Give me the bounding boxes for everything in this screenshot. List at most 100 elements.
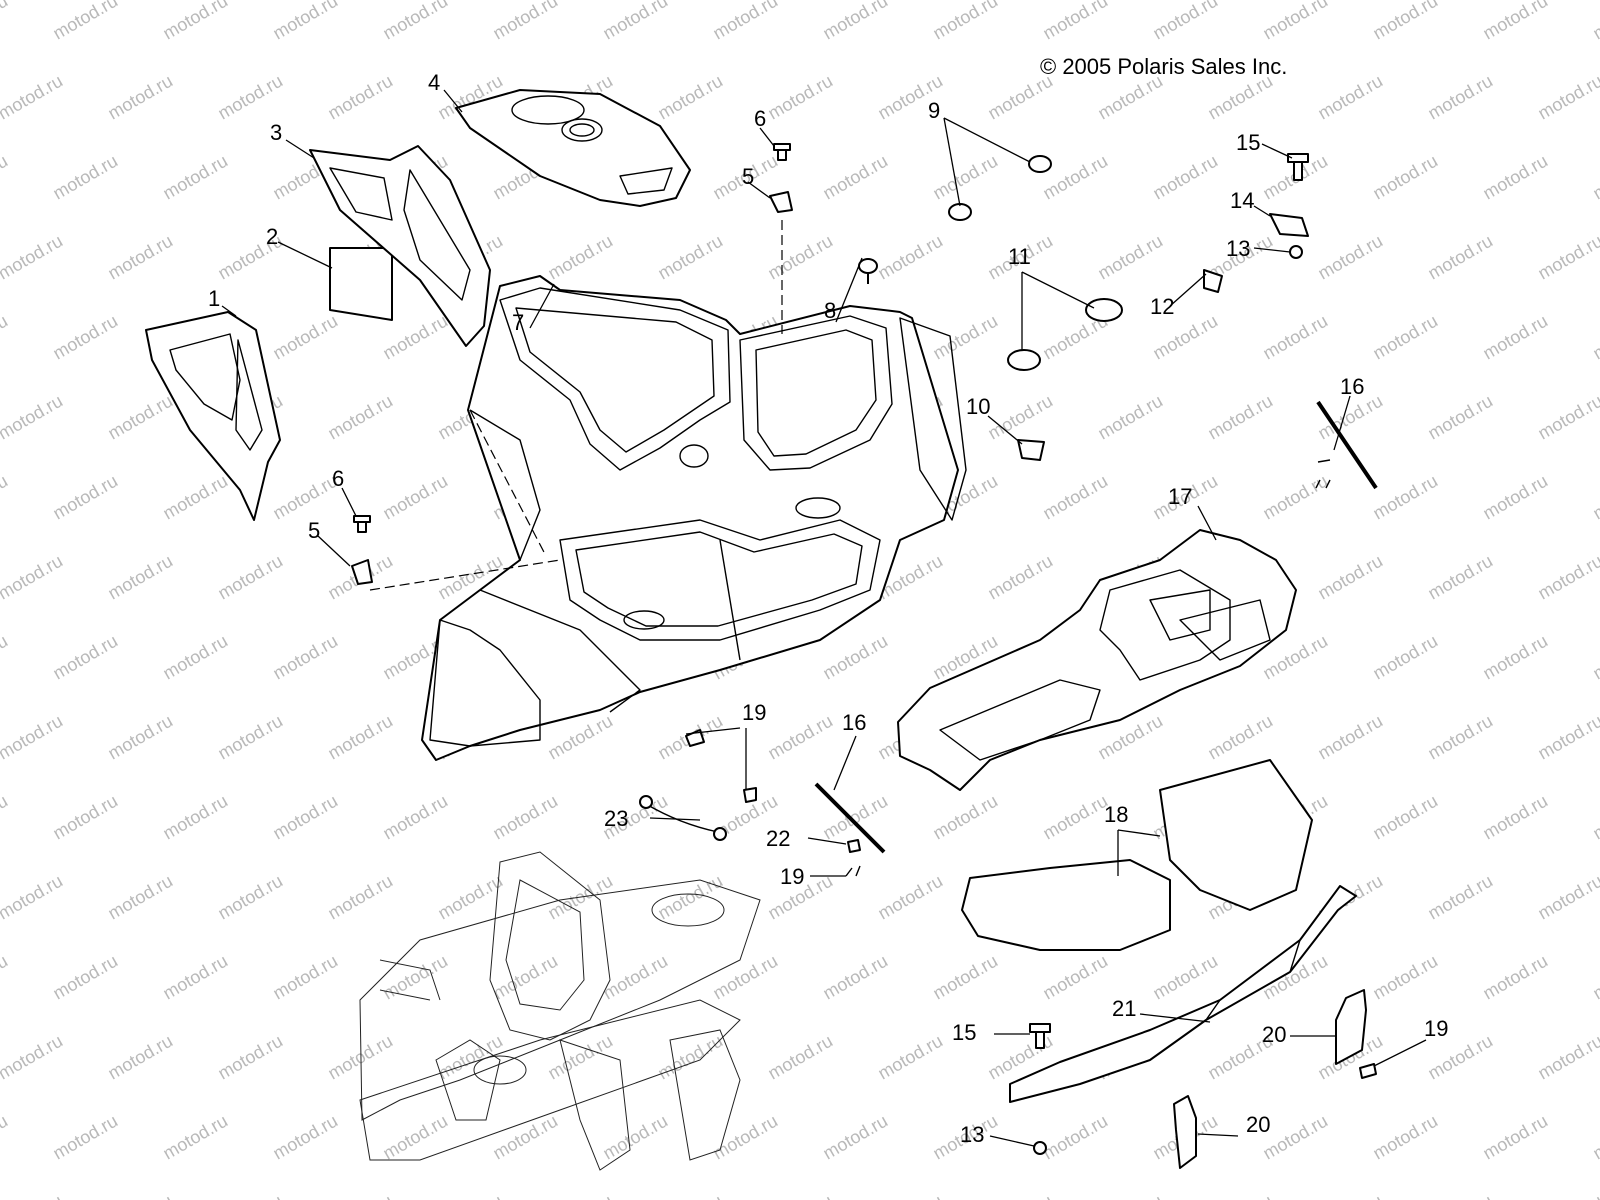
watermark-text: motod.ru	[765, 711, 837, 764]
watermark-text: motod.ru	[50, 1111, 122, 1164]
watermark-text: motod.ru	[1260, 471, 1332, 524]
watermark-text: motod.ru	[1370, 791, 1442, 844]
callout-7: 7	[512, 310, 524, 335]
callout-15-lower: 15	[952, 1020, 976, 1045]
part-19-fastener-small	[845, 865, 861, 877]
watermark-text: motod.ru	[1150, 951, 1222, 1004]
watermark-text: motod.ru	[820, 0, 892, 43]
part-19-fastener-upper	[685, 729, 705, 747]
watermark-text: motod.ru	[215, 71, 287, 124]
watermark-text: motod.ru	[0, 951, 11, 1004]
watermark-text: motod.ru	[105, 71, 177, 124]
watermark-text: motod.ru	[50, 631, 122, 684]
watermark-text: motod.ru	[985, 551, 1057, 604]
watermark-text: motod.ru	[215, 1031, 287, 1084]
watermark-text: motod.ru	[215, 711, 287, 764]
watermark-text: motod.ru	[930, 151, 1002, 204]
callout-10: 10	[966, 394, 990, 419]
part-16-rod-upper	[1316, 400, 1378, 490]
watermark-text: motod.ru	[160, 0, 232, 43]
watermark-text: motod.ru	[1590, 1111, 1600, 1164]
watermark-text: motod.ru	[710, 951, 782, 1004]
watermark-text: motod.ru	[655, 231, 727, 284]
callout-17: 17	[1168, 484, 1192, 509]
callout-6-upper: 6	[754, 106, 766, 131]
watermark-text: motod.ru	[0, 711, 66, 764]
watermark-text: motod.ru	[1370, 1111, 1442, 1164]
watermark-text: motod.ru	[160, 471, 232, 524]
watermark-text: motod.ru	[1370, 471, 1442, 524]
watermark-text: motod.ru	[105, 1031, 177, 1084]
watermark-text: motod.ru	[1590, 791, 1600, 844]
watermark-text: motod.ru	[50, 471, 122, 524]
watermark-text: motod.ru	[1095, 1191, 1167, 1200]
watermark-text: motod.ru	[655, 871, 727, 924]
part-4-top-cover	[455, 89, 691, 207]
watermark-text: motod.ru	[985, 391, 1057, 444]
watermark-text: motod.ru	[545, 1031, 617, 1084]
watermark-text: motod.ru	[490, 791, 562, 844]
watermark-text: motod.ru	[1480, 311, 1552, 364]
watermark-text: motod.ru	[0, 0, 11, 43]
watermark-text: motod.ru	[1425, 871, 1497, 924]
watermark-text: motod.ru	[0, 1191, 66, 1200]
watermark-text: motod.ru	[1590, 631, 1600, 684]
watermark-text: motod.ru	[380, 1111, 452, 1164]
watermark-text: motod.ru	[105, 871, 177, 924]
watermark-text: motod.ru	[1480, 151, 1552, 204]
part-9-plug-lower	[948, 203, 972, 221]
frame-reference	[359, 851, 761, 1171]
watermark-text: motod.ru	[215, 1191, 287, 1200]
watermark-text: motod.ru	[325, 391, 397, 444]
watermark-text: motod.ru	[930, 791, 1002, 844]
watermark-text: motod.ru	[1370, 311, 1442, 364]
watermark-text: motod.ru	[875, 1031, 947, 1084]
watermark-text: motod.ru	[0, 1031, 66, 1084]
watermark-text: motod.ru	[1425, 1191, 1497, 1200]
watermark-text: motod.ru	[160, 631, 232, 684]
part-1-side-panel	[145, 311, 281, 521]
watermark-text: motod.ru	[820, 951, 892, 1004]
watermark-text: motod.ru	[1535, 231, 1600, 284]
watermark-text: motod.ru	[0, 871, 66, 924]
part-2-decal	[329, 247, 393, 321]
watermark-text: motod.ru	[270, 0, 342, 43]
callout-22: 22	[766, 826, 790, 851]
callout-2: 2	[266, 224, 278, 249]
watermark-text: motod.ru	[600, 951, 672, 1004]
watermark-text: motod.ru	[1480, 471, 1552, 524]
watermark-text: motod.ru	[765, 71, 837, 124]
part-17-front-cover	[897, 529, 1297, 791]
part-19-fastener-mid	[743, 787, 757, 803]
watermark-text: motod.ru	[600, 1111, 672, 1164]
watermark-text: motod.ru	[215, 551, 287, 604]
watermark-text: motod.ru	[1535, 711, 1600, 764]
watermark-text: motod.ru	[105, 1191, 177, 1200]
watermark-text: motod.ru	[325, 1191, 397, 1200]
watermark-text: motod.ru	[270, 1111, 342, 1164]
watermark-text: motod.ru	[875, 1191, 947, 1200]
callout-18: 18	[1104, 802, 1128, 827]
watermark-text: motod.ru	[270, 631, 342, 684]
part-13-nut-lower	[1033, 1141, 1047, 1155]
watermark-text: motod.ru	[930, 0, 1002, 43]
watermark-text: motod.ru	[1040, 471, 1112, 524]
watermark-text: motod.ru	[0, 551, 66, 604]
watermark-text: motod.ru	[710, 0, 782, 43]
watermark-text: motod.ru	[1480, 1111, 1552, 1164]
watermark-text: motod.ru	[1095, 391, 1167, 444]
watermark-text: motod.ru	[1480, 791, 1552, 844]
copyright-text: © 2005 Polaris Sales Inc.	[1040, 54, 1287, 79]
watermark-text: motod.ru	[1590, 951, 1600, 1004]
watermark-text: motod.ru	[1590, 471, 1600, 524]
watermark-text: motod.ru	[490, 0, 562, 43]
callout-8: 8	[824, 298, 836, 323]
watermark-text: motod.ru	[270, 311, 342, 364]
callout-3: 3	[270, 120, 282, 145]
watermark-text: motod.ru	[50, 151, 122, 204]
watermark-text: motod.ru	[380, 951, 452, 1004]
part-19-fastener-lower	[1359, 1063, 1377, 1079]
alignment-line-body	[469, 409, 547, 557]
callout-16-upper: 16	[1340, 374, 1364, 399]
